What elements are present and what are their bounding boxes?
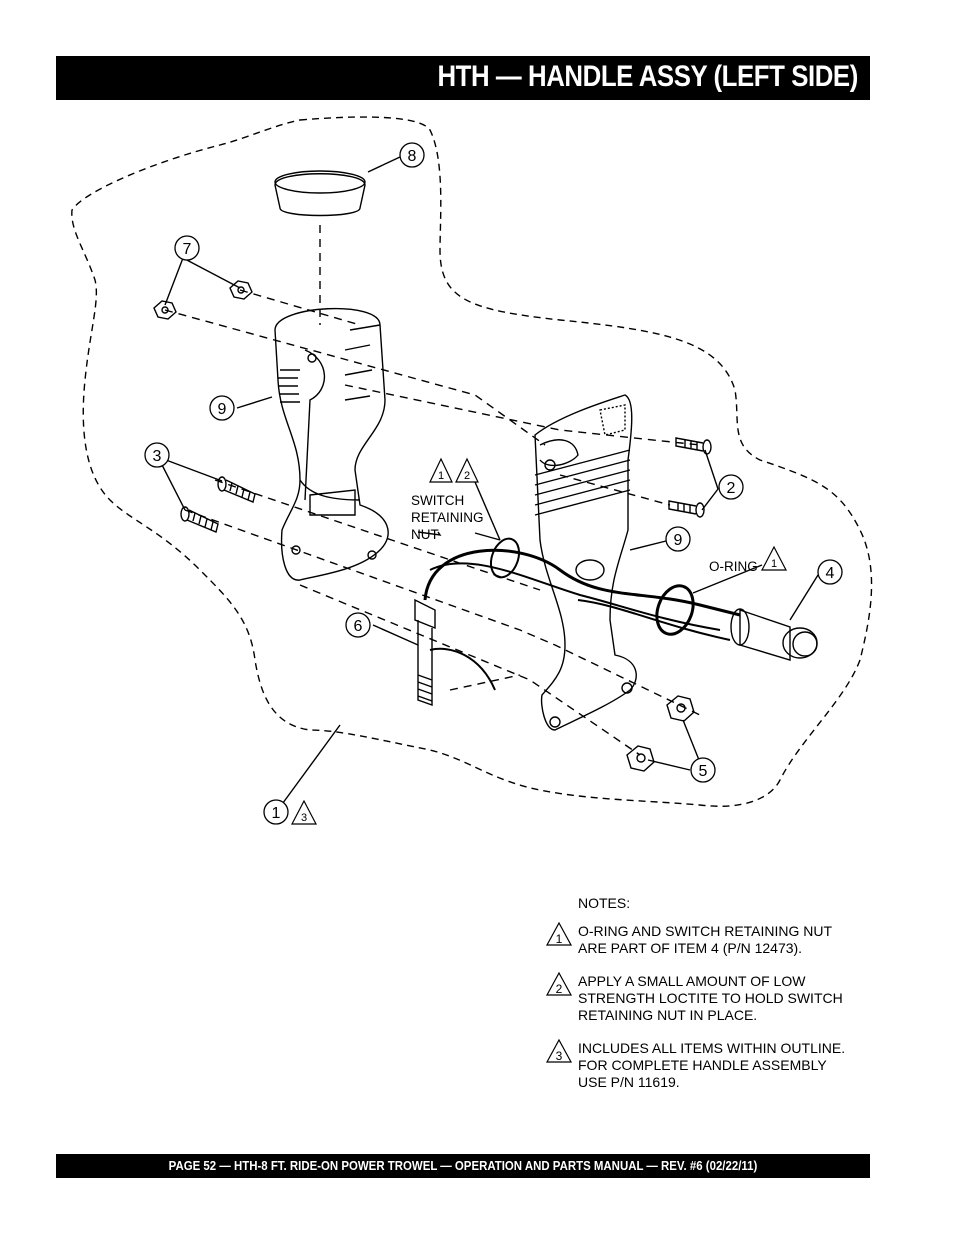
switch-label-line3: NUT (411, 527, 439, 542)
note-line: O-RING AND SWITCH RETAINING NUT (578, 923, 833, 939)
svg-text:3: 3 (556, 1049, 563, 1063)
notes-title: NOTES: (578, 895, 631, 911)
callout-5-circle (690, 757, 716, 783)
callout-6-circle (345, 612, 371, 638)
callout-3: 3 (153, 448, 162, 465)
callout-1-circle (263, 799, 289, 825)
cap-part (274, 173, 366, 217)
switch-label-line1: SWITCH (411, 493, 464, 508)
triangle-label-item1: 3 (301, 812, 307, 824)
assembly-outline (71, 116, 873, 807)
note-triangle-icon: 2 (545, 971, 573, 996)
note-line: RETAINING NUT IN PLACE. (578, 1007, 758, 1023)
footer-text: PAGE 52 — HTH-8 FT. RIDE-ON POWER TROWEL… (168, 1158, 758, 1173)
note-triangle-icon (455, 457, 479, 483)
callout-9b-circle (665, 526, 691, 552)
callout-5: 5 (699, 763, 708, 780)
callout-2: 2 (727, 480, 736, 497)
triangle-label-oring: 1 (771, 558, 777, 570)
note-line: USE P/N 11619. (578, 1074, 680, 1090)
screw-part (180, 506, 219, 533)
nut-part (229, 280, 253, 300)
note-triangle-icon (761, 545, 787, 571)
note-line: INCLUDES ALL ITEMS WITHIN OUTLINE. (578, 1040, 846, 1056)
note-line: APPLY A SMALL AMOUNT OF LOW (578, 973, 806, 989)
switch-stem-part (414, 598, 436, 706)
callout-9a-circle (209, 395, 235, 421)
note-item: 3 INCLUDES ALL ITEMS WITHIN OUTLINE. FOR… (545, 1038, 875, 1091)
title-bar: HTH — HANDLE ASSY (LEFT SIDE) (56, 56, 870, 100)
callout-3-circle (144, 442, 170, 468)
callout-8-circle (399, 142, 425, 168)
switch-part (730, 608, 818, 661)
switch-label-line2: RETAINING (411, 510, 484, 525)
note-item: 2 APPLY A SMALL AMOUNT OF LOW STRENGTH L… (545, 971, 875, 1024)
footer-bar: PAGE 52 — HTH-8 FT. RIDE-ON POWER TROWEL… (56, 1154, 870, 1178)
note-line: STRENGTH LOCTITE TO HOLD SWITCH (578, 990, 843, 1006)
callout-8: 8 (408, 148, 417, 165)
nut-part (153, 300, 177, 320)
handle-half-left (274, 307, 389, 581)
callout-4-circle (817, 559, 843, 585)
note-item: 1 O-RING AND SWITCH RETAINING NUT ARE PA… (545, 921, 875, 957)
callout-9b: 9 (674, 532, 683, 549)
triangle-label-1: 1 (438, 470, 444, 482)
note-triangle-icon (291, 799, 317, 825)
o-ring-part (655, 584, 695, 636)
screw-part (668, 500, 705, 518)
screw-part (217, 476, 256, 503)
callout-6: 6 (354, 618, 363, 635)
o-ring-label: O-RING (709, 559, 758, 574)
notes-section: NOTES: 1 O-RING AND SWITCH RETAINING NUT… (545, 895, 875, 1107)
handle-half-right (534, 394, 637, 731)
callout-7-circle (174, 235, 200, 261)
note-line: ARE PART OF ITEM 4 (P/N 12473). (578, 940, 803, 956)
nut-part (666, 695, 695, 722)
note-triangle-icon: 1 (545, 921, 573, 946)
parts-diagram: 8 7 9 3 2 9 4 6 5 1 1 2 1 3 SWITCH RETAI… (71, 116, 873, 825)
note-line: FOR COMPLETE HANDLE ASSEMBLY (578, 1057, 827, 1073)
callout-7: 7 (183, 241, 192, 258)
note-triangle-icon (429, 457, 453, 483)
svg-text:1: 1 (556, 932, 563, 946)
callout-1: 1 (272, 805, 281, 822)
svg-text:2: 2 (556, 982, 563, 996)
callout-2-circle (718, 474, 744, 500)
nut-part (626, 745, 655, 772)
note-triangle-icon: 3 (545, 1038, 573, 1063)
callout-4: 4 (826, 565, 835, 582)
callout-9a: 9 (218, 401, 227, 418)
page-title: HTH — HANDLE ASSY (LEFT SIDE) (437, 60, 859, 93)
triangle-label-2: 2 (464, 470, 470, 482)
